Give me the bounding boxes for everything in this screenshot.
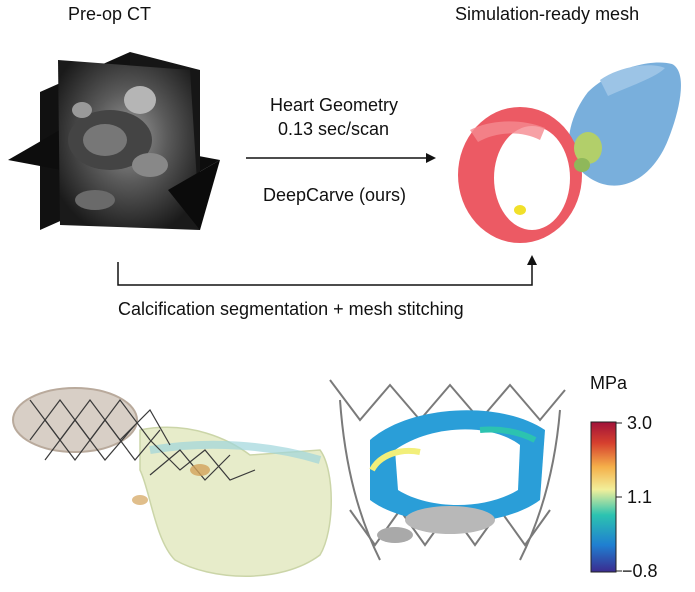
colorbar-min-label: −0.8: [622, 561, 658, 581]
mesh-title: Simulation-ready mesh: [455, 4, 640, 24]
arrow-label-method: DeepCarve (ours): [263, 185, 407, 205]
colorbar-max-label: 3.0: [627, 413, 653, 433]
colorbar-mid-label: 1.1: [627, 487, 653, 507]
arrow-label-time: 0.13 sec/scan: [278, 119, 390, 139]
ct-title: Pre-op CT: [68, 4, 152, 24]
segmentation-path-label: Calcification segmentation + mesh stitch…: [118, 299, 464, 319]
arrow-label-geometry: Heart Geometry: [270, 95, 399, 115]
colorbar-unit: MPa: [590, 373, 628, 393]
